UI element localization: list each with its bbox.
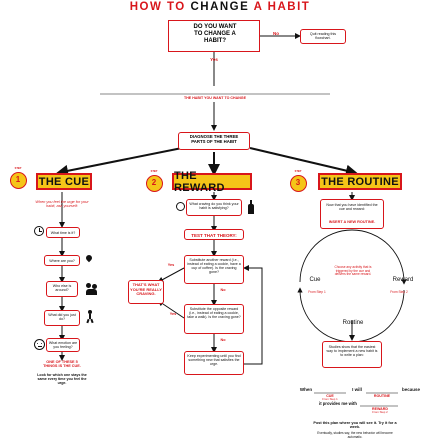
step-2-label: STEP <box>150 170 158 173</box>
step-3-badge: STEP 3 <box>290 170 307 192</box>
cookie-icon <box>176 202 185 211</box>
sub1-yes-label: Yes <box>167 263 175 267</box>
from-step-2-label: From Step 2 <box>390 290 408 294</box>
plan-reward-word: REWARD <box>372 407 388 411</box>
cue-question-time: What time is it? <box>46 227 80 238</box>
start-yes-label: Yes <box>210 57 218 62</box>
step-3-label: STEP <box>294 170 302 173</box>
step-3-number: 3 <box>295 178 301 187</box>
plan-routine-word: ROUTINE <box>373 394 391 398</box>
emotion-face-icon <box>34 339 45 350</box>
habit-line-label: THE HABIT YOU WANT TO CHANGE <box>184 96 246 100</box>
reward-question-text: What craving do you think your habit is … <box>189 202 239 211</box>
clock-icon <box>34 226 44 236</box>
quit-reading-text: Quit reading this flowchart. <box>309 32 337 41</box>
start-question-box: DO YOU WANT TO CHANGE A HABIT? <box>168 20 260 52</box>
cue-question-people: Who else is around? <box>46 281 78 297</box>
cue-question-time-text: What time is it? <box>50 230 76 235</box>
sub1-no-label: No <box>220 288 226 292</box>
start-no-label: No <box>273 31 279 36</box>
opposite-reward-text: Substitute the opposite reward (i.e., in… <box>187 307 241 320</box>
substitute-reward-box: Substitute another reward (i.e., instead… <box>184 255 244 284</box>
routine-heading: THE ROUTINE <box>318 173 402 190</box>
plan-from-step-2: From Step 2 <box>372 410 388 414</box>
plan-i-will: I will <box>352 387 362 392</box>
title-word-change: CHANGE <box>190 1 250 13</box>
studies-text: Studies show that the easiest way to imp… <box>326 345 378 358</box>
wine-bottle-icon <box>248 200 254 214</box>
plan-because: because <box>401 387 420 392</box>
studies-box: Studies show that the easiest way to imp… <box>322 341 382 368</box>
opposite-reward-box: Substitute the opposite reward (i.e., in… <box>184 304 244 334</box>
step-1-badge: STEP 1 <box>10 167 27 189</box>
reward-question-box: What craving do you think your habit is … <box>186 199 242 216</box>
cue-intro: When you feel the urge for your habit, a… <box>35 200 89 209</box>
cue-question-people-text: Who else is around? <box>52 284 72 293</box>
substitute-reward-text: Substitute another reward (i.e., instead… <box>187 258 241 275</box>
title-word-a: A <box>253 1 263 13</box>
step-1-label: STEP <box>14 167 22 170</box>
cue-footer: Look for which one stays the same every … <box>37 373 87 386</box>
routine-intro-box: Now that you have identified the cue and… <box>320 199 384 229</box>
cue-question-place-text: Where are you? <box>49 258 75 263</box>
post-plan-text: Post this plan where you will see it. Tr… <box>313 421 397 430</box>
walking-icon <box>86 310 94 324</box>
reward-heading: THE REWARD <box>172 170 252 194</box>
cue-question-emotion-text: What emotion are you feeling? <box>48 340 78 349</box>
plan-it-provides: it provides me with <box>319 401 357 406</box>
diagnose-text: DIAGNOSE THE THREE PARTS OF THE HABIT <box>189 134 239 144</box>
cycle-cue-label: Cue <box>309 277 321 283</box>
plan-when: When <box>299 387 313 392</box>
routine-footer: Eventually, studies say, the new behavio… <box>317 431 393 439</box>
sub2-no-label: No <box>220 338 226 342</box>
title-word-how-to: HOW TO <box>129 1 186 13</box>
plan-from-step-1: From Step 1 <box>322 397 338 401</box>
craving-box: THAT'S WHAT YOU'RE REALLY CRAVING. <box>128 280 164 304</box>
cue-question-emotion: What emotion are you feeling? <box>46 338 80 352</box>
step-2-badge: STEP 2 <box>146 170 163 192</box>
diagnose-box: DIAGNOSE THE THREE PARTS OF THE HABIT <box>178 132 250 150</box>
cue-question-action-text: What did you just do? <box>48 313 76 322</box>
craving-text: THAT'S WHAT YOU'RE REALLY CRAVING. <box>130 282 162 297</box>
insert-routine-text: INSERT A NEW ROUTINE. <box>328 220 376 224</box>
title-word-habit: HABIT <box>267 1 311 13</box>
cue-note: ONE OF THESE 5 THINGS IS THE CUE. <box>43 360 81 369</box>
people-icon <box>86 283 98 297</box>
step-1-number: 1 <box>15 175 21 184</box>
test-theory-text: TEST THAT THEORY: <box>191 232 237 238</box>
quit-reading-box: Quit reading this flowchart. <box>300 29 346 44</box>
cycle-center-text: Choose any activity that is triggered by… <box>334 265 372 277</box>
routine-intro-text: Now that you have identified the cue and… <box>326 203 378 212</box>
keep-experimenting-box: Keep experimenting until you find someth… <box>184 351 244 375</box>
step-2-number: 2 <box>151 178 157 187</box>
plan-cue-word: CUE <box>326 394 334 398</box>
start-question-text: DO YOU WANT TO CHANGE A HABIT? <box>193 24 237 44</box>
cue-question-place: Where are you? <box>44 255 80 266</box>
cue-question-action: What did you just do? <box>44 310 80 326</box>
keep-experimenting-text: Keep experimenting until you find someth… <box>187 354 241 367</box>
cycle-routine-label: Routine <box>342 320 364 326</box>
sub2-yes-label: Yes <box>169 312 177 316</box>
from-step-1-label: From Step 1 <box>308 290 326 294</box>
test-theory-box: TEST THAT THEORY: <box>184 229 244 240</box>
cycle-reward-label: Reward <box>392 277 414 283</box>
page-title: HOW TO CHANGE A HABIT <box>0 1 440 14</box>
cue-heading: THE CUE <box>36 173 92 190</box>
